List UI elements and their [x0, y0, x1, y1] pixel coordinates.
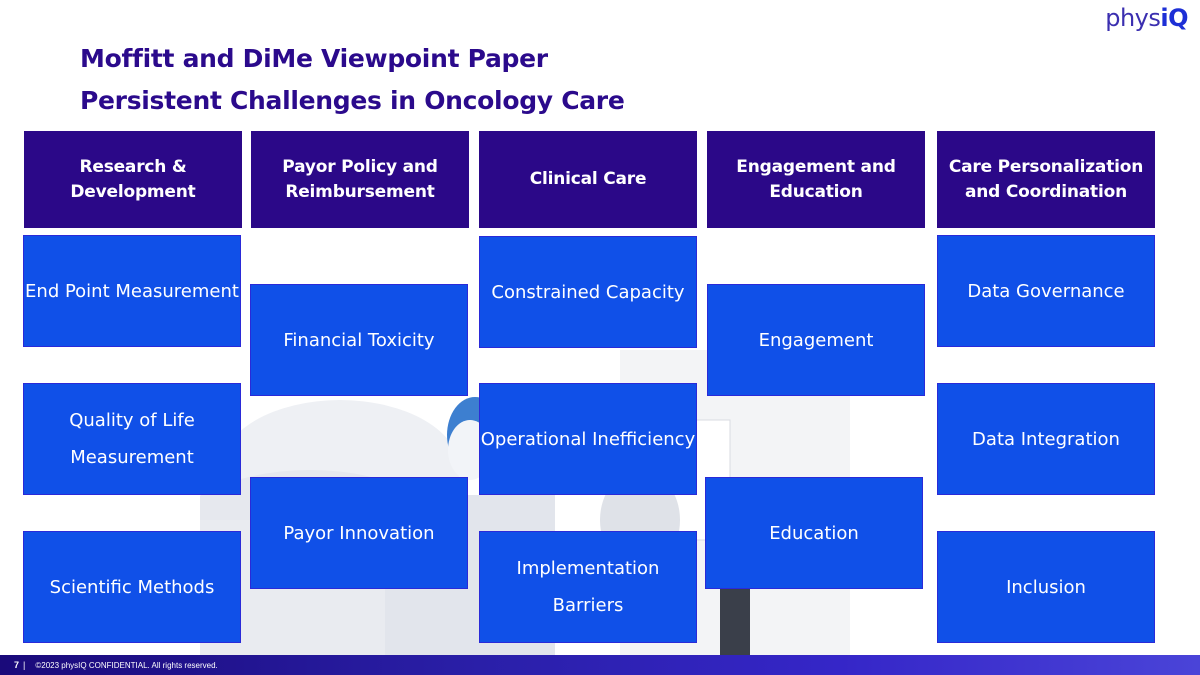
copyright-text: ©2023 physIQ CONFIDENTIAL. All rights re…: [35, 660, 218, 670]
card-quality-of-life-measurement: Quality of Life Measurement: [23, 383, 241, 495]
card-label: Financial Toxicity: [283, 329, 435, 351]
card-implementation-barriers: Implementation Barriers: [479, 531, 697, 643]
card-label: Data Integration: [972, 428, 1120, 450]
page-subtitle: Persistent Challenges in Oncology Care: [80, 86, 625, 115]
card-label: Quality of Life Measurement: [69, 410, 195, 468]
card-label: End Point Measurement: [25, 280, 239, 302]
card-end-point-measurement: End Point Measurement: [23, 235, 241, 347]
card-scientific-methods: Scientific Methods: [23, 531, 241, 643]
card-label: Operational Inefficiency: [480, 428, 696, 450]
column-header-engagement-education: Engagement and Education: [707, 131, 925, 228]
card-label: Data Governance: [967, 280, 1125, 302]
card-label: Education: [769, 522, 859, 544]
card-financial-toxicity: Financial Toxicity: [250, 284, 468, 396]
logo-prefix: phys: [1105, 4, 1161, 32]
column-header-research: Research & Development: [24, 131, 242, 228]
footer-separator: |: [23, 660, 26, 670]
brand-logo: physiQ: [1105, 4, 1188, 32]
card-payor-innovation: Payor Innovation: [250, 477, 468, 589]
card-label: Inclusion: [1006, 576, 1086, 598]
card-constrained-capacity: Constrained Capacity: [479, 236, 697, 348]
card-operational-inefficiency: Operational Inefficiency: [479, 383, 697, 495]
column-header-payor-policy: Payor Policy and Reimbursement: [251, 131, 469, 228]
card-label: Scientific Methods: [49, 576, 215, 598]
card-data-governance: Data Governance: [937, 235, 1155, 347]
card-label: Payor Innovation: [283, 522, 435, 544]
page-number: 7: [14, 660, 20, 670]
card-label: Constrained Capacity: [491, 281, 685, 303]
page-title: Moffitt and DiMe Viewpoint Paper: [80, 44, 548, 73]
card-label: Implementation Barriers: [516, 558, 660, 616]
card-inclusion: Inclusion: [937, 531, 1155, 643]
card-engagement: Engagement: [707, 284, 925, 396]
footer-bar: 7 | ©2023 physIQ CONFIDENTIAL. All right…: [0, 655, 1200, 675]
logo-suffix: iQ: [1160, 4, 1188, 32]
column-header-care-personalization: Care Personalization and Coordination: [937, 131, 1155, 228]
card-label: Engagement: [758, 329, 874, 351]
column-header-clinical-care: Clinical Care: [479, 131, 697, 228]
card-education: Education: [705, 477, 923, 589]
card-data-integration: Data Integration: [937, 383, 1155, 495]
